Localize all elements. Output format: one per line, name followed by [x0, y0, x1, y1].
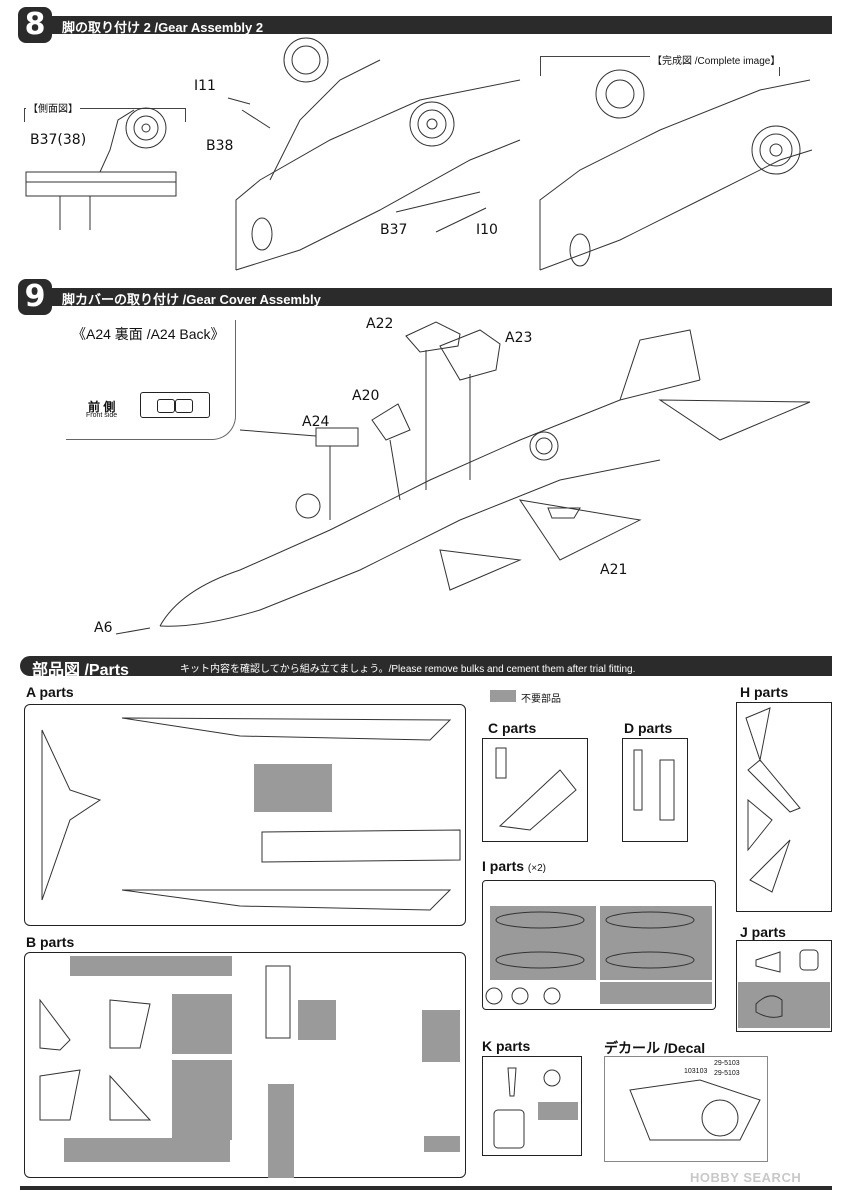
d-parts-title: D parts — [624, 720, 673, 736]
step-number: 9 — [18, 279, 52, 315]
k-unused-4 — [538, 1102, 578, 1120]
label-a20: A20 — [352, 388, 380, 404]
a24-back-part-icon — [140, 392, 210, 418]
b-unused-50 — [424, 1136, 460, 1152]
d-parts-runner — [622, 738, 688, 842]
label-a23: A23 — [505, 330, 533, 346]
label-b38: B38 — [206, 138, 234, 154]
decal-code-2: 29-5103 — [714, 1060, 740, 1067]
j-unused-3-6 — [738, 982, 830, 1028]
k-parts-title: K parts — [482, 1038, 531, 1054]
step-title: 脚の取り付け 2 /Gear Assembly 2 — [62, 20, 264, 35]
label-b37-38: B37(38) — [30, 132, 87, 148]
b-unused-13-16 — [64, 1138, 230, 1162]
h-parts-title: H parts — [740, 684, 789, 700]
label-b37: B37 — [380, 222, 408, 238]
j-parts-title: J parts — [740, 924, 786, 940]
side-view-label: 【側面図】 — [26, 100, 80, 115]
a24-back-callout — [66, 320, 236, 440]
label-a21: A21 — [600, 562, 628, 578]
a-parts-runner — [24, 704, 466, 926]
label-i10: I10 — [476, 222, 498, 238]
parts-title: 部品図 /Parts — [32, 662, 129, 679]
complete-image-label: 【完成図 /Complete image】 — [650, 52, 783, 67]
a-parts-title: A parts — [26, 684, 74, 700]
a24-back-label: 《A24 裏面 /A24 Back》 — [72, 326, 225, 342]
a-unused-16-17 — [254, 764, 332, 812]
decal-title: デカール /Decal — [604, 1040, 706, 1056]
label-a6: A6 — [94, 620, 113, 636]
footer-line — [20, 1186, 832, 1190]
side-view-bracket — [24, 108, 186, 122]
i-unused-16 — [600, 982, 712, 1004]
front-side-en-label: Front side — [86, 412, 118, 419]
watermark: HOBBY SEARCH — [690, 1170, 802, 1185]
b-unused-34 — [268, 1084, 294, 1178]
decal-code-1: 103103 — [684, 1068, 708, 1075]
step-title: 脚カバーの取り付け /Gear Cover Assembly — [62, 292, 321, 307]
parts-header: 部品図 /Parts キット内容を確認してから組み立てましょう。/Please … — [20, 656, 832, 679]
i-parts-label: I parts — [482, 858, 525, 874]
label-a22: A22 — [366, 316, 394, 332]
b-unused-32-33 — [422, 1010, 460, 1062]
label-i11: I11 — [194, 78, 216, 94]
b-parts-title: B parts — [26, 934, 75, 950]
b-unused-11-12 — [172, 1060, 232, 1140]
decal-sheet — [604, 1056, 768, 1162]
b-unused-19-20 — [298, 1000, 336, 1040]
step8-header: 8 脚の取り付け 2 /Gear Assembly 2 — [18, 7, 832, 43]
i-parts-title: I parts (×2) — [482, 858, 546, 874]
step-number: 8 — [18, 7, 52, 43]
unused-parts-label: 不要部品 — [521, 694, 561, 705]
c-parts-runner — [482, 738, 588, 842]
parts-note: キット内容を確認してから組み立てましょう。/Please remove bulk… — [180, 664, 636, 675]
c-parts-title: C parts — [488, 720, 537, 736]
b-unused-1-4 — [70, 956, 232, 976]
decal-code-3: 29-5103 — [714, 1070, 740, 1077]
label-a24: A24 — [302, 414, 330, 430]
unused-parts-swatch — [490, 690, 516, 702]
front-side-label: 前 側 — [88, 400, 116, 414]
i-parts-qty: (×2) — [527, 863, 546, 874]
step9-header: 9 脚カバーの取り付け /Gear Cover Assembly — [18, 279, 832, 315]
b-unused-9-10 — [172, 994, 232, 1054]
